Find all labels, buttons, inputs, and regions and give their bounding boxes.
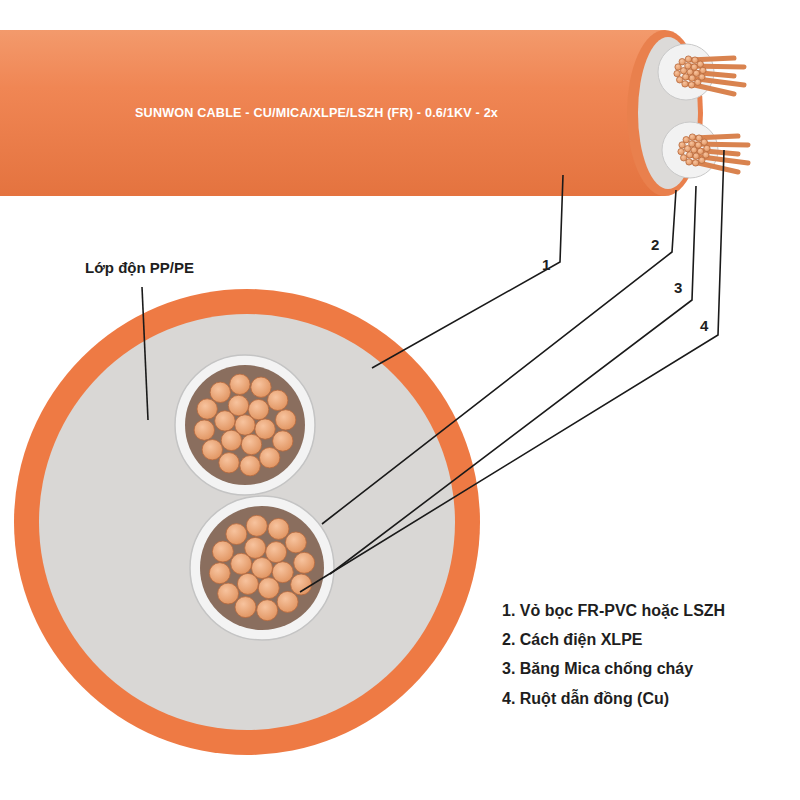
- copper-strand: [251, 377, 271, 397]
- leader-lines: [142, 150, 724, 592]
- copper-strand: [699, 157, 705, 163]
- copper-strand: [294, 552, 315, 573]
- cable-band: SUNWON CABLE - CU/MICA/XLPE/LSZH (FR) - …: [0, 30, 660, 196]
- legend-note: 1. Vỏ bọc FR-PVC hoặc LSZH: [502, 602, 725, 620]
- copper-strand: [235, 597, 256, 618]
- cable-jacket: [0, 30, 665, 196]
- cable-print: SUNWON CABLE - CU/MICA/XLPE/LSZH (FR) - …: [135, 106, 660, 120]
- callout-number: 3: [674, 279, 682, 296]
- callout-number: 1: [542, 256, 550, 273]
- copper-strand: [221, 430, 241, 450]
- copper-strand: [689, 75, 695, 81]
- copper-strand: [218, 583, 239, 604]
- copper-strand: [285, 532, 306, 553]
- copper-strand: [690, 78, 744, 85]
- copper-strand: [210, 382, 230, 402]
- xlpe-insulation: [175, 355, 315, 495]
- copper-strand: [273, 431, 293, 451]
- copper-strand: [677, 77, 683, 83]
- copper-strand: [689, 141, 695, 147]
- filler: [39, 314, 455, 730]
- copper-strand: [695, 142, 701, 148]
- callout-number: 4: [700, 317, 708, 334]
- leader-line: [142, 287, 148, 420]
- copper-strand: [688, 82, 694, 88]
- copper-strand: [260, 448, 280, 468]
- copper-strand: [685, 56, 691, 62]
- legend-note: 4. Ruột dẫn đồng (Cu): [502, 690, 669, 708]
- callout-number: 2: [651, 236, 659, 253]
- legend-note: 3. Băng Mica chống cháy: [502, 660, 693, 678]
- copper-strand: [219, 453, 239, 473]
- copper-strand: [245, 537, 266, 558]
- copper-strand: [683, 74, 689, 80]
- leader-line: [330, 186, 696, 574]
- copper-strand: [689, 134, 695, 140]
- copper-strand: [674, 70, 680, 76]
- copper-strand: [695, 79, 701, 85]
- copper-strand: [268, 518, 289, 539]
- copper-strand: [230, 374, 250, 394]
- conductor-strands: [674, 56, 748, 172]
- copper-strand: [692, 160, 698, 166]
- copper-strand: [248, 399, 268, 419]
- copper-strand: [194, 420, 214, 440]
- copper-strand: [246, 515, 267, 536]
- conductor-strands: [194, 374, 315, 621]
- copper-strand: [687, 152, 693, 158]
- part-name: Lớp độn PP/PE: [85, 259, 194, 276]
- copper-strand: [679, 59, 685, 65]
- copper-strand: [276, 410, 296, 430]
- copper-strand: [277, 591, 298, 612]
- copper-strand: [694, 156, 748, 163]
- copper-strand: [701, 139, 707, 145]
- leader-line: [300, 150, 724, 592]
- copper-strand: [691, 64, 697, 70]
- copper-strand: [697, 61, 703, 67]
- copper-strand: [202, 440, 222, 460]
- copper-strand: [226, 524, 247, 545]
- outer-sheath: [14, 289, 480, 755]
- copper-strand: [237, 573, 258, 594]
- insulation-end: [658, 44, 714, 100]
- xlpe-insulation: [190, 496, 334, 640]
- copper-strand: [258, 578, 279, 599]
- copper-strand: [266, 542, 287, 563]
- copper-strand: [241, 434, 261, 454]
- leader-line: [322, 190, 676, 524]
- copper-strand: [240, 456, 260, 476]
- leader-line: [372, 175, 563, 368]
- copper-strand: [681, 155, 687, 161]
- copper-strand: [700, 67, 706, 73]
- copper-strand: [197, 399, 217, 419]
- copper-strand: [685, 63, 691, 69]
- copper-strand: [678, 148, 684, 154]
- copper-strand: [209, 563, 230, 584]
- copper-strand: [693, 153, 699, 159]
- copper-strand: [212, 541, 233, 562]
- insulation-end: [662, 122, 718, 178]
- copper-strand: [257, 600, 278, 621]
- copper-strand: [704, 145, 710, 151]
- copper-strand: [268, 390, 288, 410]
- copper-strand: [228, 395, 248, 415]
- legend-note: 2. Cách điện XLPE: [502, 631, 642, 649]
- mica-tape: [200, 506, 324, 630]
- mica-tape: [185, 365, 305, 485]
- copper-strand: [683, 137, 689, 143]
